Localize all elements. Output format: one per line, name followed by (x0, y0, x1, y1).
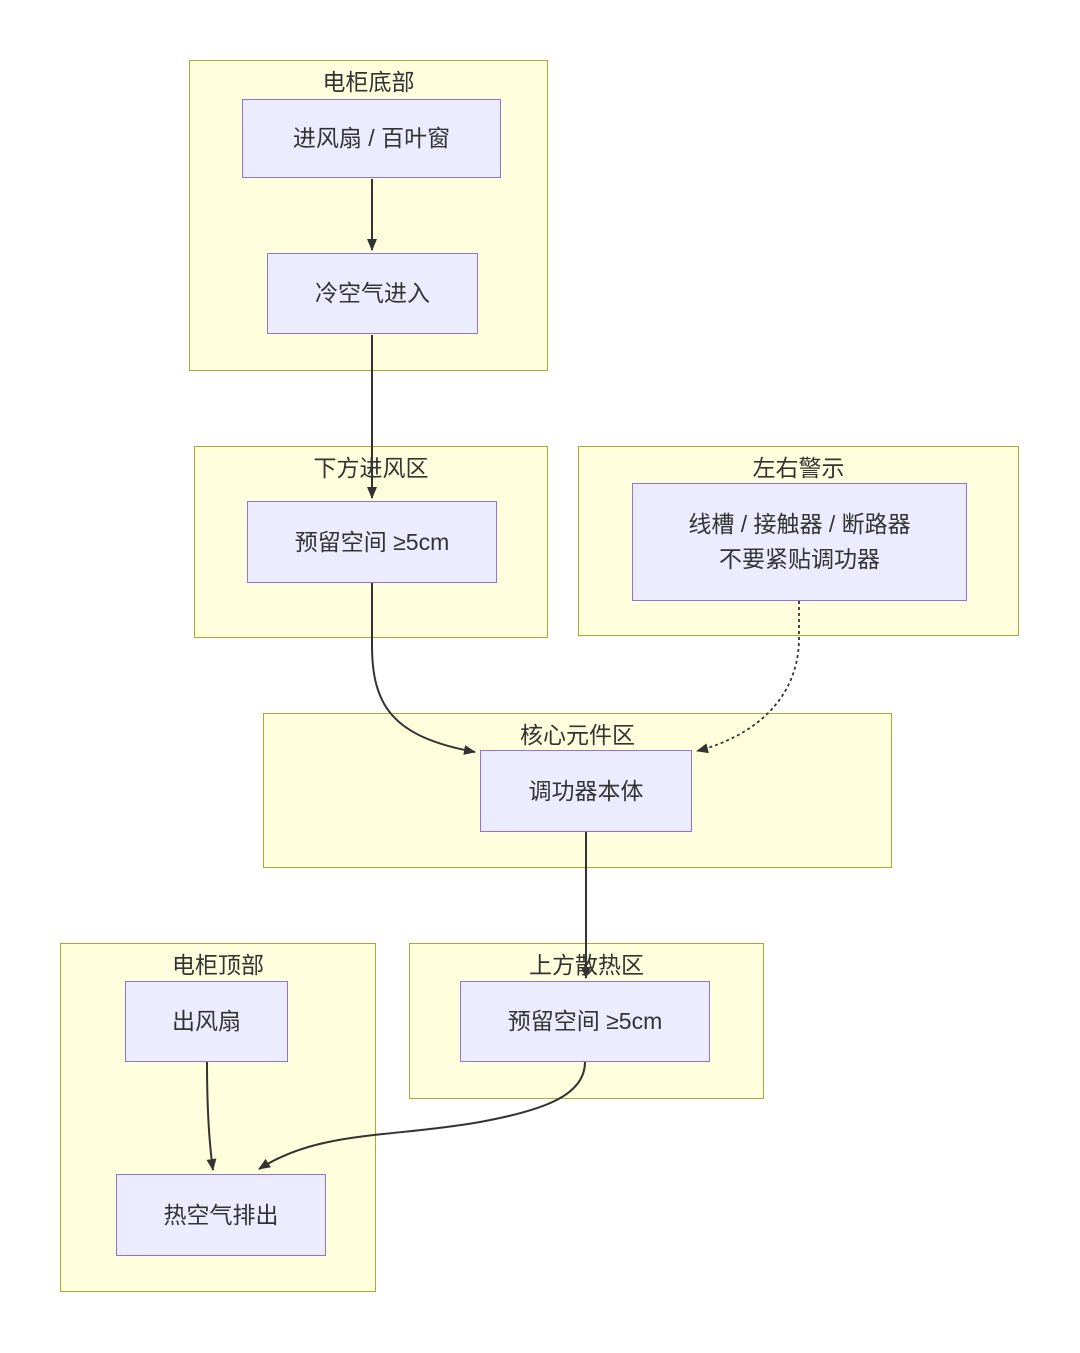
node-intake-fan-label: 进风扇 / 百叶窗 (292, 125, 451, 151)
node-exhaust-fan: 出风扇 (125, 981, 288, 1062)
node-upper-clearance: 预留空间 ≥5cm (460, 981, 710, 1062)
cluster-label-core-area: 核心元件区 (520, 722, 635, 748)
cluster-label-side-warning: 左右警示 (752, 455, 845, 481)
node-hot-air-out-label: 热空气排出 (163, 1201, 279, 1228)
node-lower-clearance: 预留空间 ≥5cm (247, 501, 497, 583)
node-regulator: 调功器本体 (480, 750, 692, 832)
cluster-label-cabinet-bottom: 电柜底部 (322, 69, 415, 95)
node-side-devices-line1: 线槽 / 接触器 / 断路器 (688, 511, 911, 537)
node-side-devices-line2: 不要紧贴调功器 (719, 546, 880, 572)
cluster-label-lower-intake: 下方进风区 (313, 455, 429, 481)
node-lower-clearance-label: 预留空间 ≥5cm (294, 528, 450, 555)
cluster-label-cabinet-top: 电柜顶部 (172, 952, 264, 978)
cluster-label-upper-cooling: 上方散热区 (529, 952, 644, 978)
node-exhaust-fan-label: 出风扇 (172, 1008, 241, 1034)
node-hot-air-out: 热空气排出 (116, 1174, 326, 1256)
node-cold-air-in: 冷空气进入 (267, 253, 478, 334)
node-regulator-label: 调功器本体 (528, 777, 644, 804)
node-side-devices: 线槽 / 接触器 / 断路器 不要紧贴调功器 (632, 483, 967, 601)
node-upper-clearance-label: 预留空间 ≥5cm (507, 1008, 663, 1034)
node-cold-air-in-label: 冷空气进入 (315, 280, 430, 306)
node-intake-fan: 进风扇 / 百叶窗 (242, 99, 501, 178)
